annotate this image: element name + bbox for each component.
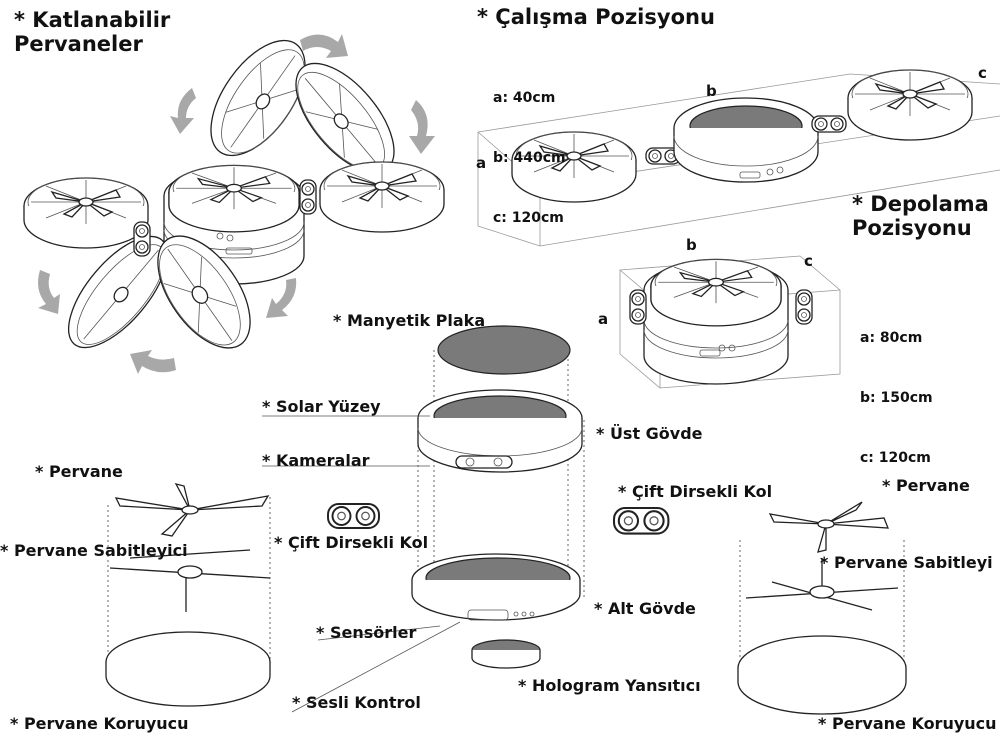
hologram-shape bbox=[471, 639, 541, 669]
storage-dims: a: 80cm b: 150cm c: 120cm bbox=[860, 288, 933, 488]
double-arm-right-shape bbox=[612, 506, 670, 535]
storage-title: * Depolama Pozisyonu bbox=[852, 192, 989, 240]
folding-title: * Katlanabilir Pervaneler bbox=[14, 8, 170, 56]
label-guard-right: * Pervane Koruyucu bbox=[818, 714, 997, 733]
label-hologram: * Hologram Yansıtıcı bbox=[518, 676, 701, 695]
folding-title-line1: * Katlanabilir bbox=[14, 8, 171, 32]
storage-axis-a: a bbox=[598, 310, 609, 328]
working-dims: a: 40cm b: 440cm c: 120cm bbox=[493, 48, 566, 248]
working-dim-b: b: 440cm bbox=[493, 150, 566, 166]
storage-axis-c: c bbox=[804, 252, 813, 270]
label-propeller-fixer-right: * Pervane Sabitleyi bbox=[820, 553, 993, 572]
label-double-arm-right: * Çift Dirsekli Kol bbox=[618, 482, 773, 501]
working-axis-a: a bbox=[476, 154, 487, 172]
label-voice-control: * Sesli Kontrol bbox=[292, 693, 421, 712]
working-dim-c: c: 120cm bbox=[493, 210, 564, 226]
storage-title-line1: * Depolama bbox=[852, 192, 989, 216]
label-propeller-fixer-left: * Pervane Sabitleyici bbox=[0, 541, 188, 560]
storage-axis-b: b bbox=[686, 236, 697, 254]
label-double-arm-left: * Çift Dirsekli Kol bbox=[274, 533, 429, 552]
double-arm-left-shape bbox=[327, 503, 380, 529]
leader-lines bbox=[262, 415, 461, 713]
storage-dim-a: a: 80cm bbox=[860, 330, 923, 346]
label-upper-body: * Üst Gövde bbox=[596, 424, 703, 443]
folding-propellers-view bbox=[23, 39, 445, 349]
storage-position-view bbox=[619, 255, 841, 389]
label-lower-body: * Alt Gövde bbox=[594, 599, 696, 618]
lower-body-shape bbox=[411, 553, 581, 621]
label-solar-surface: * Solar Yüzey bbox=[262, 397, 381, 416]
folding-title-line2: Pervaneler bbox=[14, 32, 143, 56]
rotation-arrows bbox=[38, 34, 435, 374]
storage-title-line2: Pozisyonu bbox=[852, 216, 972, 240]
magnetic-plate-shape bbox=[437, 325, 571, 375]
label-magnetic-plate: * Manyetik Plaka bbox=[333, 311, 486, 330]
label-guard-left: * Pervane Koruyucu bbox=[10, 714, 189, 733]
label-cameras: * Kameralar bbox=[262, 451, 370, 470]
upper-body-shape bbox=[417, 389, 583, 473]
working-dim-a: a: 40cm bbox=[493, 90, 556, 106]
working-position-view bbox=[477, 69, 1000, 247]
left-propeller-assembly bbox=[105, 483, 271, 707]
label-propeller-right: * Pervane bbox=[882, 476, 970, 495]
label-propeller-left: * Pervane bbox=[35, 462, 123, 481]
working-title: * Çalışma Pozisyonu bbox=[477, 5, 715, 29]
storage-dim-c: c: 120cm bbox=[860, 450, 931, 466]
label-sensors: * Sensörler bbox=[316, 623, 417, 642]
exploded-body-view bbox=[327, 325, 670, 669]
working-axis-b: b bbox=[706, 82, 717, 100]
storage-dim-b: b: 150cm bbox=[860, 390, 933, 406]
right-propeller-assembly bbox=[737, 501, 907, 715]
working-axis-c: c bbox=[978, 64, 987, 82]
